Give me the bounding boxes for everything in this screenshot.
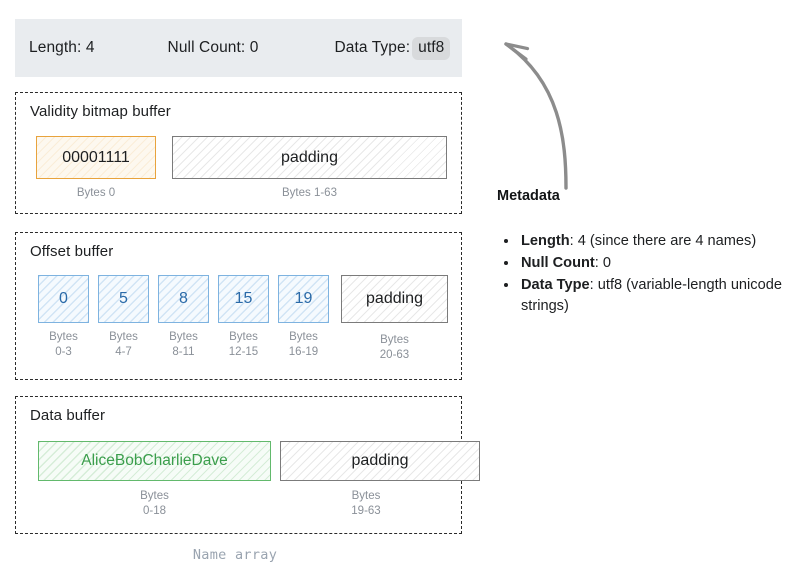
data-buffer: Data buffer AliceBobCharlieDave Bytes 0-…: [15, 396, 480, 534]
metadata-bullet-length: Length: 4 (since there are 4 names): [519, 231, 787, 252]
validity-bitmap-cell-label: Bytes 0: [76, 187, 116, 199]
data-values-cell-label: Bytes 0-18: [140, 490, 169, 517]
data-buffer-title: Data buffer: [30, 407, 106, 424]
metadata-bar: Length: 4 Null Count: 0 Data Type:utf8: [15, 19, 462, 77]
offset-cell-0: 0: [38, 275, 89, 323]
metadata-bullet-null-count-rest: : 0: [594, 255, 611, 271]
offset-cell-0-label: Bytes 0-3: [49, 331, 78, 358]
validity-buffer-title: Validity bitmap buffer: [30, 103, 171, 120]
metadata-heading: Metadata: [497, 188, 560, 204]
metadata-bullet-length-rest: : 4 (since there are 4 names): [569, 233, 757, 249]
offset-cell-2: 8: [158, 275, 209, 323]
metadata-bullet-list: Length: 4 (since there are 4 names) Null…: [499, 231, 787, 318]
offset-cell-3-label: Bytes 12-15: [228, 331, 259, 358]
length-field: Length: 4: [29, 39, 95, 56]
validity-bitmap-cell: 00001111: [36, 136, 156, 179]
offset-cell-3: 15: [218, 275, 269, 323]
data-values-cell: AliceBobCharlieDave: [38, 441, 271, 481]
data-padding-cell: padding: [280, 441, 480, 481]
validity-padding-cell-label: Bytes 1-63: [282, 187, 337, 199]
offset-cell-1: 5: [98, 275, 149, 323]
data-type-chip: utf8: [412, 36, 451, 60]
offset-padding-cell: padding: [341, 275, 448, 323]
validity-padding-cell: padding: [172, 136, 447, 179]
data-type-label: Data Type:: [334, 38, 411, 56]
metadata-bullet-data-type-term: Data Type: [521, 277, 590, 293]
offset-cell-4: 19: [278, 275, 329, 323]
null-count-field: Null Count: 0: [167, 39, 259, 56]
metadata-bullet-null-count-term: Null Count: [521, 255, 595, 271]
diagram-caption: Name array: [192, 547, 278, 563]
metadata-bullet-data-type-rest: : utf8 (variable-length unicode strings): [521, 277, 782, 314]
data-padding-cell-label: Bytes 19-63: [351, 490, 381, 517]
offset-buffer-title: Offset buffer: [30, 243, 114, 260]
offset-cell-1-label: Bytes 4-7: [109, 331, 138, 358]
metadata-bullet-null-count: Null Count: 0: [519, 253, 787, 274]
offset-cell-2-label: Bytes 8-11: [169, 331, 198, 358]
metadata-pointer-arrow: [488, 20, 598, 200]
metadata-bullet-length-term: Length: [521, 233, 570, 249]
offset-padding-cell-label: Bytes 20-63: [379, 334, 410, 361]
data-type-field: Data Type:utf8: [334, 36, 451, 60]
validity-bitmap-buffer: Validity bitmap buffer 00001111 Bytes 0 …: [15, 92, 462, 214]
offset-buffer: Offset buffer 0 Bytes 0-3 5 Bytes 4-7 8 …: [15, 232, 462, 380]
offset-cell-4-label: Bytes 16-19: [288, 331, 319, 358]
metadata-bullet-data-type: Data Type: utf8 (variable-length unicode…: [519, 275, 787, 317]
